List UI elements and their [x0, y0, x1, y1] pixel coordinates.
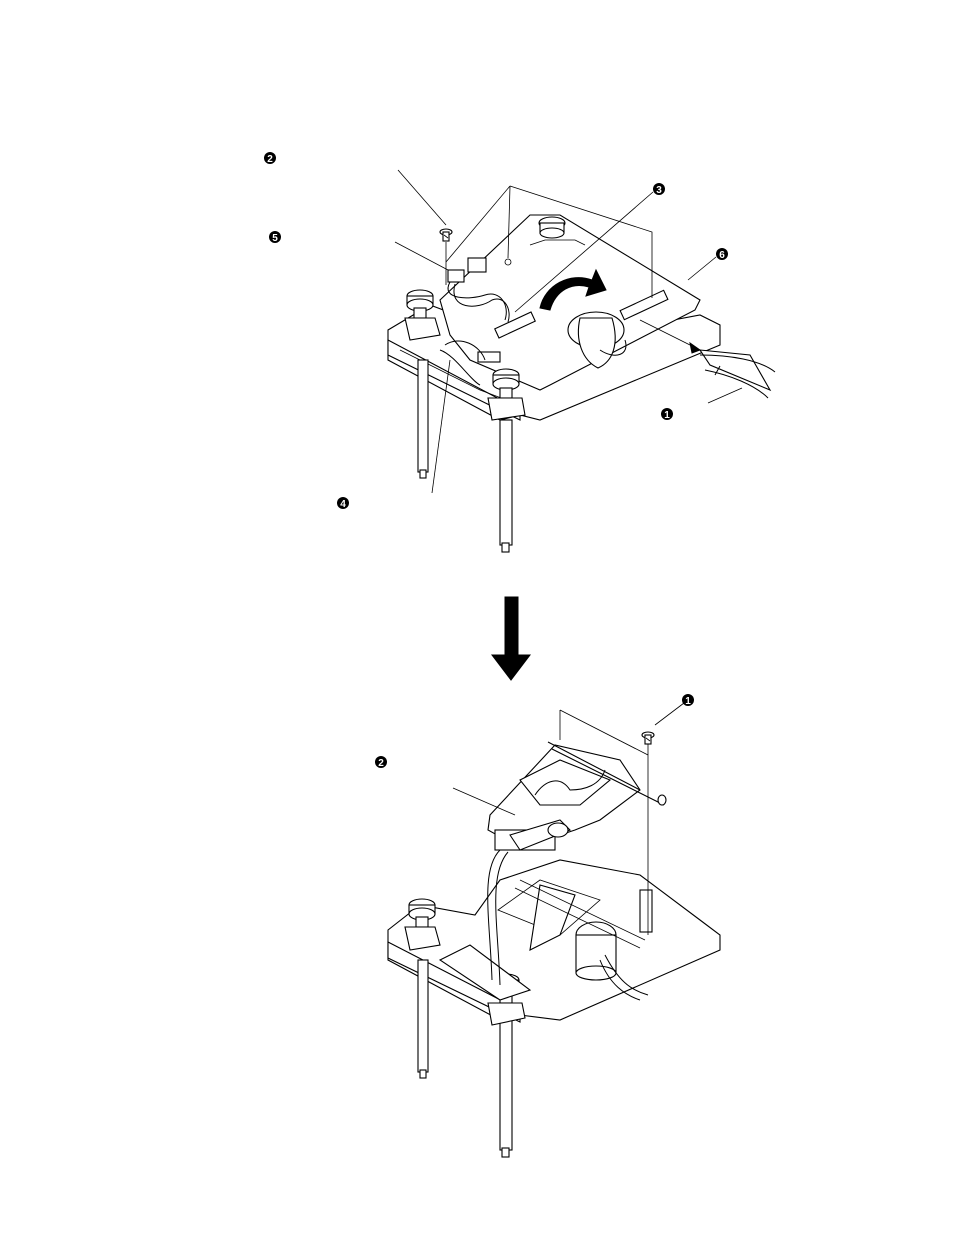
down-arrow-icon — [492, 597, 530, 680]
callout-label: 1 — [685, 696, 691, 707]
top-assembly-view — [388, 170, 775, 552]
optical-pickup — [488, 742, 666, 850]
top-leg-right — [500, 420, 512, 545]
callout-label: 4 — [340, 499, 346, 510]
callout-2-bottom: 2 — [375, 756, 387, 769]
bottom-leg-left — [418, 960, 428, 1072]
flat-cable — [700, 350, 770, 390]
screw-icon — [642, 732, 654, 744]
callout-1-bottom: 1 — [682, 694, 694, 707]
callout-4-top: 4 — [337, 497, 349, 510]
callout-2-top: 2 — [264, 152, 276, 165]
callout-5-top: 5 — [269, 231, 281, 244]
callout-label: 2 — [267, 154, 273, 165]
callout-3-top: 3 — [653, 183, 665, 196]
callout-label: 2 — [378, 758, 384, 769]
screw-icon — [440, 229, 452, 241]
callout-label: 6 — [719, 250, 725, 261]
connector-upper-left — [468, 258, 486, 272]
callout-1-top: 1 — [661, 408, 673, 421]
bottom-leg-right — [500, 1020, 512, 1150]
callout-label: 5 — [272, 233, 278, 244]
top-leg-left — [418, 360, 428, 472]
callout-label: 1 — [664, 410, 670, 421]
callout-label: 3 — [656, 185, 662, 196]
bottom-assembly-view — [388, 703, 720, 1157]
callout-6-top: 6 — [716, 248, 728, 261]
